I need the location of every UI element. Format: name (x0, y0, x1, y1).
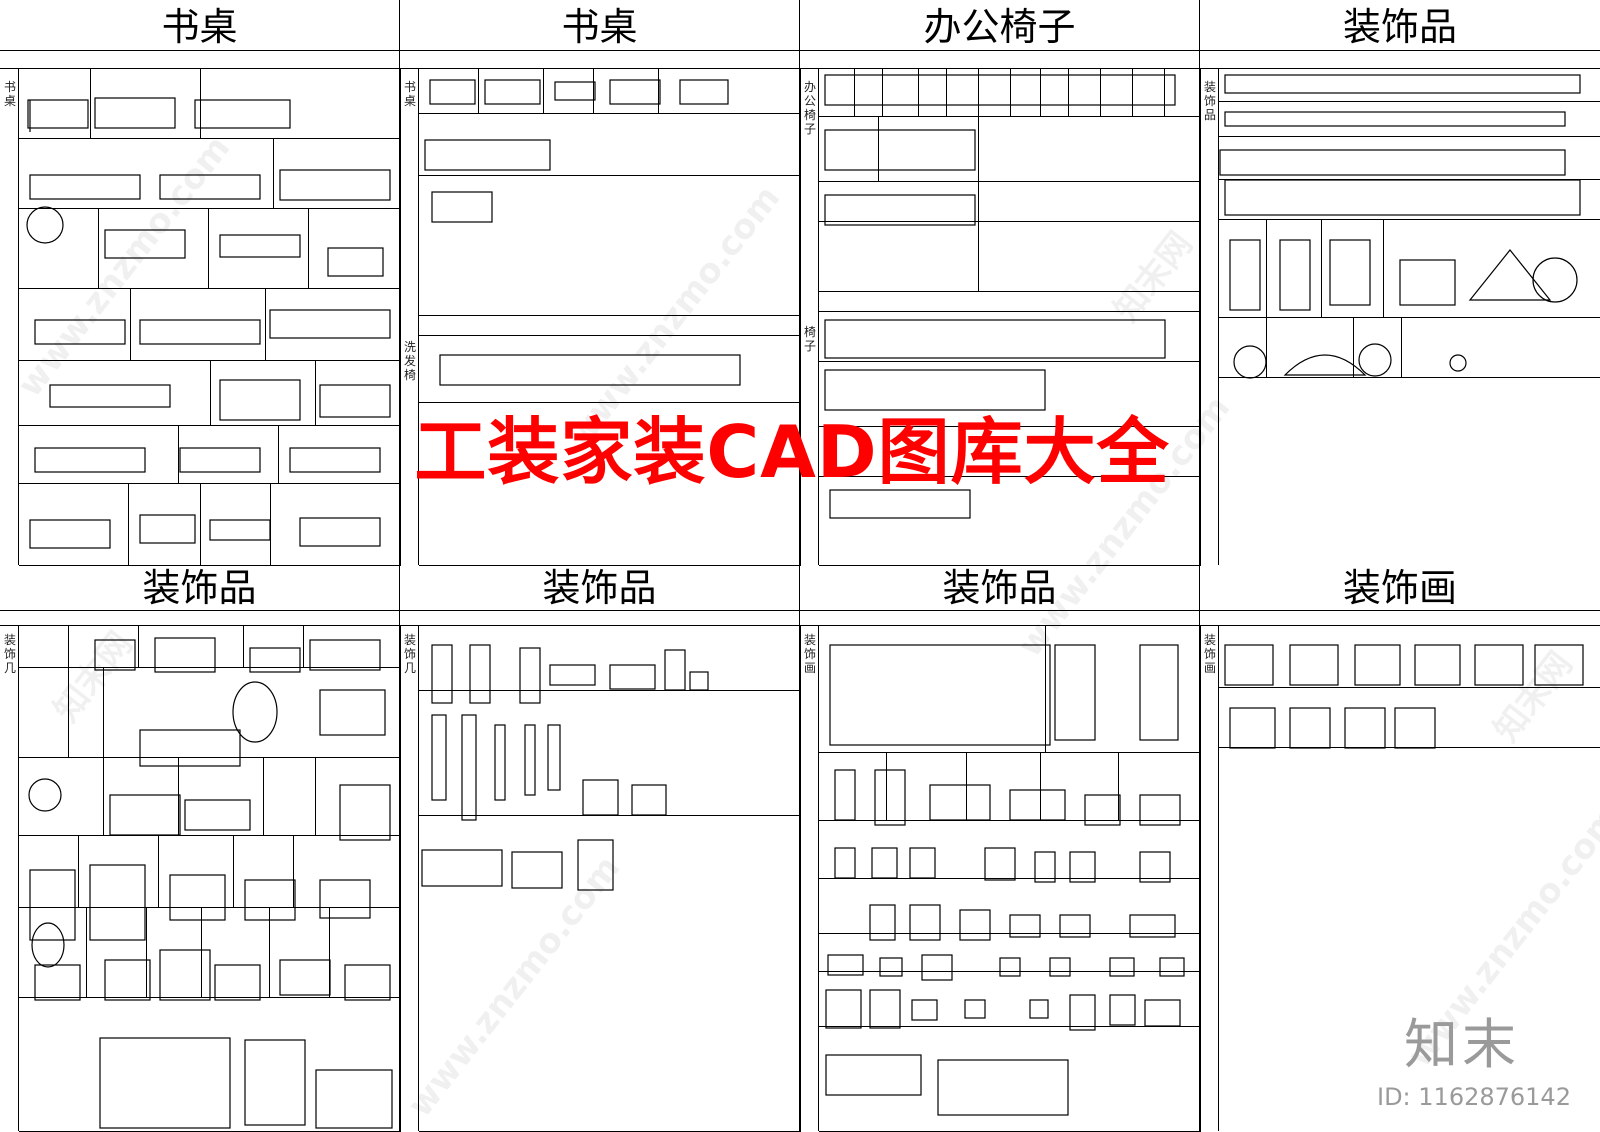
side-label-chairs: 椅子 (803, 325, 816, 353)
panel-decor-tables-1: 装饰品 装饰几 (0, 565, 401, 1132)
panel-title: 装饰画 (1342, 566, 1457, 610)
panel-title: 书桌 (561, 5, 638, 49)
side-label: 装饰品 (1203, 80, 1216, 122)
panel-desk-1: 书桌 书桌 (0, 0, 401, 566)
brand-logo: 知末 (1404, 1013, 1520, 1076)
panel-desk-2: 书桌 书桌 洗发椅 (400, 0, 801, 566)
panel-title: 装饰品 (942, 566, 1057, 610)
panel-title: 装饰品 (142, 566, 257, 610)
thumbnail-grid (18, 68, 401, 566)
side-label: 书桌 (3, 80, 16, 108)
panel-office-chairs: 办公椅子 办公椅子 椅子 (800, 0, 1201, 566)
panel-title: 办公椅子 (923, 5, 1076, 49)
side-label: 装饰画 (803, 633, 816, 675)
panel-decor-tables-2: 装饰品 装饰几 (400, 565, 801, 1132)
page-title-banner: 工装家装CAD图库大全 (414, 410, 1170, 494)
side-label-shampoo-chair: 洗发椅 (403, 340, 416, 382)
side-label: 装饰画 (1203, 633, 1216, 675)
side-label: 办公椅子 (803, 80, 816, 136)
panel-title: 装饰品 (1342, 5, 1457, 49)
side-label: 书桌 (403, 80, 416, 108)
thumbnail-grid (818, 68, 1201, 566)
panel-title: 书桌 (161, 5, 238, 49)
side-label: 装饰几 (403, 633, 416, 675)
side-label: 装饰几 (3, 633, 16, 675)
panel-title: 装饰品 (542, 566, 657, 610)
image-id: ID: 1162876142 (1377, 1083, 1571, 1111)
thumbnail-grid (418, 68, 801, 566)
